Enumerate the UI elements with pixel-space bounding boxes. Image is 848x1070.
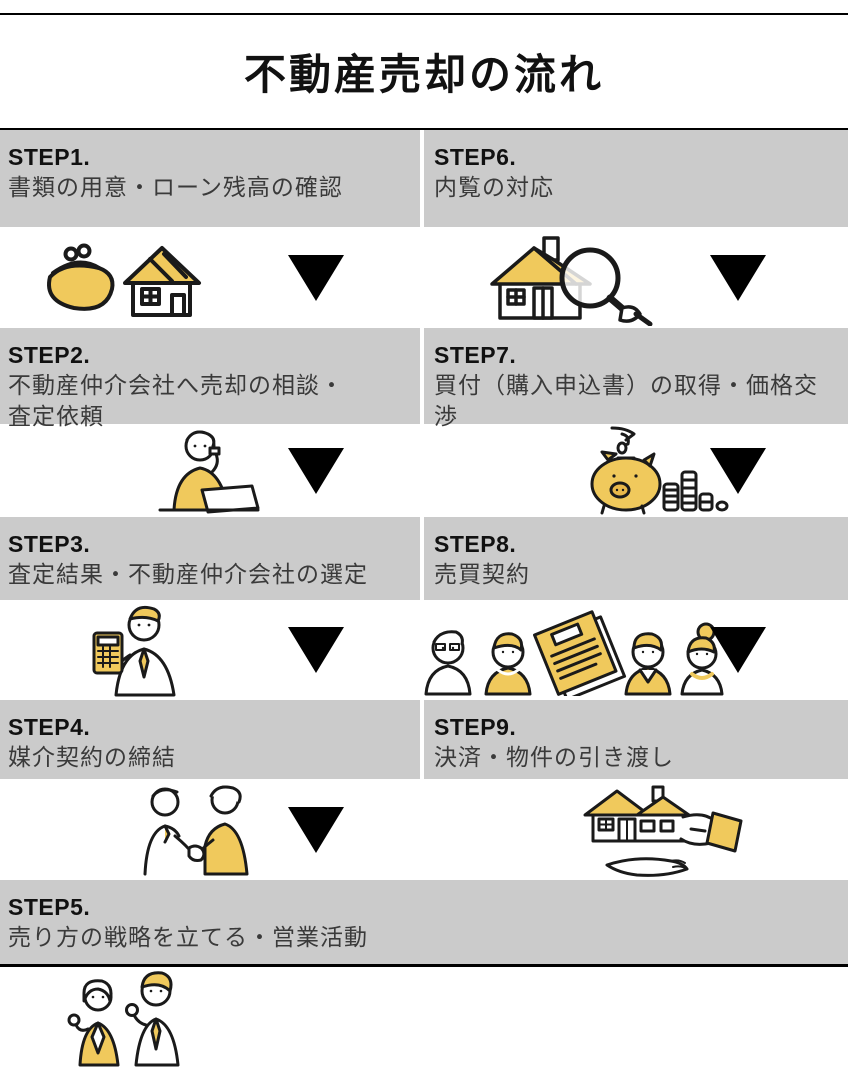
step9-band: STEP9. 決済・物件の引き渡し <box>424 700 848 779</box>
bottom-rule <box>0 964 848 967</box>
band-row-4: STEP4. 媒介契約の締結 STEP9. 決済・物件の引き渡し <box>0 700 848 779</box>
step8-label: STEP8. <box>434 531 517 557</box>
step2-description-line2: 査定依頼 <box>8 403 104 429</box>
step4-illustration-cell <box>0 779 424 880</box>
cheering-people-icon <box>60 970 195 1067</box>
step5-illustration-cell <box>0 967 424 1070</box>
step1-illustration-cell <box>0 227 424 328</box>
step6-label: STEP6. <box>434 144 517 170</box>
down-arrow-icon <box>288 447 344 494</box>
step3-band: STEP3. 査定結果・不動産仲介会社の選定 <box>0 517 420 600</box>
step1-band: STEP1. 書類の用意・ローン残高の確認 <box>0 130 420 227</box>
step9-illustration-cell <box>424 779 848 880</box>
bottom-right-empty <box>424 967 848 1070</box>
step8-description: 売買契約 <box>434 561 530 587</box>
band-row-3: STEP3. 査定結果・不動産仲介会社の選定 STEP8. 売買契約 <box>0 517 848 600</box>
step8-band: STEP8. 売買契約 <box>424 517 848 600</box>
band-row-1: STEP1. 書類の用意・ローン残高の確認 STEP6. 内覧の対応 <box>0 130 848 227</box>
band-row-2: STEP2. 不動産仲介会社へ売却の相談・ 査定依頼 STEP7. 買付（購入申… <box>0 328 848 429</box>
step3-label: STEP3. <box>8 531 91 557</box>
illus-row-5 <box>0 967 848 1070</box>
band-row-5: STEP5. 売り方の戦略を立てる・営業活動 <box>0 880 848 964</box>
down-arrow-icon <box>288 254 344 301</box>
down-arrow-icon <box>288 627 344 673</box>
step6-description: 内覧の対応 <box>434 174 554 200</box>
step5-description: 売り方の戦略を立てる・営業活動 <box>8 924 368 950</box>
house-handover-icon <box>579 781 754 879</box>
step4-band: STEP4. 媒介契約の締結 <box>0 700 420 779</box>
piggy-bank-icon <box>564 426 729 516</box>
step4-description: 媒介契約の締結 <box>8 744 176 770</box>
step6-illustration-cell <box>424 227 848 328</box>
illus-row-2 <box>0 424 848 517</box>
step7-description: 買付（購入申込書）の取得・価格交渉 <box>434 372 818 429</box>
step6-band: STEP6. 内覧の対応 <box>424 130 848 227</box>
step2-description-line1: 不動産仲介会社へ売却の相談・ <box>8 372 344 398</box>
man-calculator-icon <box>90 603 182 697</box>
down-arrow-icon <box>710 254 766 301</box>
step7-label: STEP7. <box>434 342 517 368</box>
step4-label: STEP4. <box>8 714 91 740</box>
title-area: 不動産売却の流れ <box>0 15 848 128</box>
step1-description: 書類の用意・ローン残高の確認 <box>8 174 343 200</box>
step3-illustration-cell <box>0 600 424 700</box>
illus-row-3 <box>0 600 848 702</box>
top-rule <box>0 13 848 15</box>
down-arrow-icon <box>710 627 766 673</box>
contract-people-icon <box>424 604 724 702</box>
person-laptop-icon <box>150 428 262 514</box>
step9-label: STEP9. <box>434 714 517 740</box>
step9-description: 決済・物件の引き渡し <box>434 744 674 770</box>
illus-row-1 <box>0 227 848 328</box>
house-magnifier-icon <box>482 230 657 326</box>
down-arrow-icon <box>288 806 344 853</box>
step5-band: STEP5. 売り方の戦略を立てる・営業活動 <box>0 880 848 964</box>
handshake-icon <box>135 784 255 876</box>
illus-row-4 <box>0 779 848 880</box>
step5-label: STEP5. <box>8 894 91 920</box>
step7-illustration-cell <box>424 424 848 517</box>
step2-band: STEP2. 不動産仲介会社へ売却の相談・ 査定依頼 <box>0 328 420 429</box>
step7-band: STEP7. 買付（購入申込書）の取得・価格交渉 <box>424 328 848 429</box>
step2-illustration-cell <box>0 424 424 517</box>
purse-house-icon <box>38 237 213 319</box>
step1-label: STEP1. <box>8 144 91 170</box>
step2-label: STEP2. <box>8 342 91 368</box>
title-rule <box>0 128 848 130</box>
step3-description: 査定結果・不動産仲介会社の選定 <box>8 561 368 587</box>
step8-illustration-cell <box>424 600 848 702</box>
down-arrow-icon <box>710 447 766 494</box>
page-title: 不動産売却の流れ <box>243 51 604 98</box>
